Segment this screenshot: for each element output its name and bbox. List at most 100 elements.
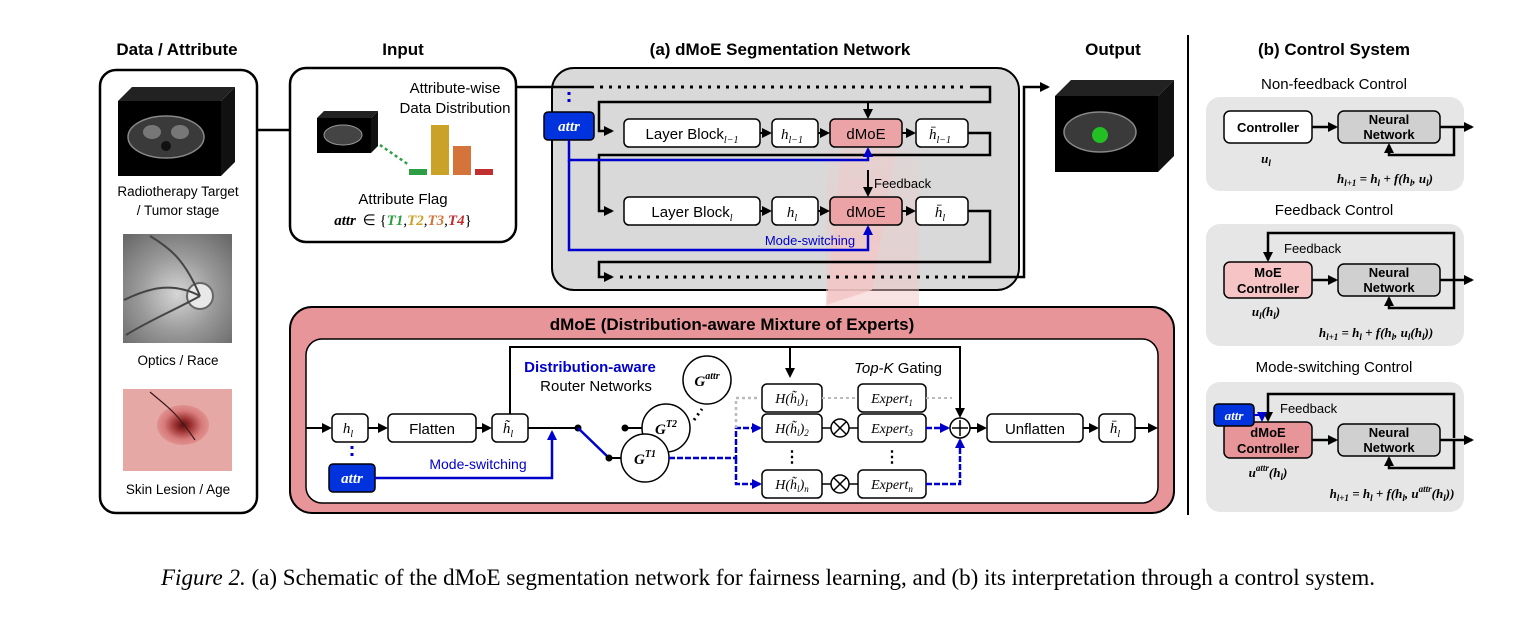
dmoe-box-2-label: dMoE — [846, 204, 885, 221]
en-idx: n — [908, 484, 913, 494]
h1-idx: 1 — [804, 398, 809, 408]
hbar-cur-text: h̄ — [935, 205, 943, 221]
skin-lesion-image — [123, 389, 232, 471]
en-to-sum — [926, 438, 965, 486]
input-flag-label: Attribute Flag — [358, 191, 447, 208]
row2-out-line — [597, 209, 992, 282]
moe-controller-line2: Controller — [1237, 281, 1299, 296]
h2-idx: 2 — [804, 428, 809, 438]
eq3-i: attr — [1419, 484, 1433, 494]
row1-out-line — [868, 131, 992, 157]
g-t1-text: G — [634, 452, 645, 468]
flag-t4: T4 — [448, 213, 465, 229]
router-switch-line — [577, 427, 610, 459]
expert-n-label: Expertn — [870, 478, 913, 494]
hbar-prev-sub: l−1 — [936, 135, 951, 146]
controller-label: Controller — [1237, 120, 1299, 135]
router-to-h2 — [669, 423, 762, 460]
detail-hl-text: h — [343, 421, 351, 437]
dmoe-controller-line2: Controller — [1237, 441, 1299, 456]
unflatten-label: Unflatten — [1005, 421, 1065, 438]
multiply-n — [830, 474, 850, 494]
router-g-t1-label: GT1 — [634, 449, 656, 468]
e3-idx: 3 — [907, 428, 913, 438]
eq1-f: l — [1410, 178, 1413, 188]
eq3-k: l — [1443, 493, 1446, 503]
fb-u-d: l — [1273, 311, 1276, 321]
detail-hl-label: hl — [343, 421, 354, 440]
blue-mode-line-1 — [567, 140, 873, 162]
mode-u-b: attr — [1256, 463, 1270, 473]
header-control-system: (b) Control System — [1258, 40, 1410, 59]
distribution-bar-t3 — [453, 146, 471, 175]
retina-image — [123, 234, 232, 343]
mode-equation: hl+1 = hl + f(hl, uattr(hl)) — [1330, 484, 1455, 503]
eq1-b: l+1 — [1344, 178, 1356, 188]
output-ct-image — [1055, 80, 1174, 172]
router-line1: Distribution-aware — [524, 359, 656, 376]
mode-u-label: uattr(hl) — [1249, 463, 1288, 482]
router-g-t2-label: GT2 — [655, 419, 677, 438]
data-radiotherapy-line2: / Tumor stage — [137, 203, 220, 218]
eq3-g: l — [1402, 493, 1405, 503]
header-input: Input — [382, 40, 424, 59]
mode-title: Mode-switching Control — [1256, 359, 1413, 376]
h2-sub: l — [797, 428, 800, 438]
h1-post: ) — [799, 392, 805, 407]
eq3-c: = h — [1349, 486, 1370, 501]
flag-t3: T3 — [428, 213, 445, 229]
mode-loop — [1384, 440, 1456, 470]
h1-text: H(h̃ — [774, 390, 797, 407]
mode-u-d: l — [1280, 472, 1283, 482]
eq3-a: h — [1330, 486, 1337, 501]
fb-u-b: l — [1259, 311, 1262, 321]
eq3-d: l — [1370, 493, 1373, 503]
flag-t2: T2 — [407, 213, 424, 229]
fb-neural-line1: Neural — [1369, 265, 1409, 280]
gate-h1-label: H(h̃l)1 — [774, 390, 808, 408]
htilde-text: h̃ — [503, 420, 511, 437]
fb-loop-top — [1263, 231, 1456, 280]
eq2-a: h — [1319, 325, 1326, 340]
flatten-label: Flatten — [409, 421, 455, 438]
layer-block-cur-label: Layer Blockl — [651, 204, 732, 224]
segmentation-mask — [1092, 127, 1108, 143]
detail-hbar-sub: l — [1117, 429, 1120, 440]
eq3-f: (h — [1391, 486, 1403, 501]
g-t1-sup: T1 — [645, 449, 656, 460]
network-attr-text: attr — [558, 119, 580, 135]
distribution-bar-t4 — [475, 169, 493, 175]
g-attr-sup: attr — [705, 371, 720, 382]
distribution-bar-t2 — [431, 125, 449, 175]
h-prev-sub: l−1 — [788, 135, 803, 146]
expert-ellipsis: ⋮ — [884, 449, 900, 466]
blue-mode-line-2 — [567, 160, 873, 252]
mode-neural-line2: Network — [1363, 440, 1415, 455]
dmoe-detail-title: dMoE (Distribution-aware Mixture of Expe… — [550, 315, 915, 334]
header-data-attribute: Data / Attribute — [116, 40, 237, 59]
dmoe-detail-inner — [305, 338, 1159, 504]
layer-cur-text: Layer Block — [651, 204, 730, 221]
nonfeedback-title: Non-feedback Control — [1261, 76, 1407, 93]
layer-cur-sub: l — [730, 213, 733, 224]
data-optics-label: Optics / Race — [137, 353, 218, 368]
nf-neural-line2: Network — [1363, 127, 1415, 142]
detail-hbar-label: h̄l — [1110, 421, 1121, 440]
network-feedback-label: Feedback — [874, 176, 932, 191]
header-network: (a) dMoE Segmentation Network — [650, 40, 911, 59]
eq3-e: + f — [1373, 486, 1393, 501]
distribution-bars — [409, 125, 493, 175]
arrow-to-output — [968, 82, 1050, 279]
h2-text: H(h̃ — [774, 420, 797, 437]
g-t2-text: G — [655, 422, 666, 438]
eq2-c: = h — [1338, 325, 1359, 340]
flag-in: ∈ { — [363, 213, 387, 229]
en-text: Expert — [870, 478, 909, 493]
hbar-cur-sub: l — [942, 213, 945, 224]
mode-attr-arrow — [1254, 412, 1267, 422]
hn-sub: l — [797, 484, 800, 494]
detail-hl-sub: l — [350, 429, 353, 440]
nf-u-label: ul — [1261, 151, 1271, 168]
topk-label: Top-K Gating — [854, 360, 942, 377]
